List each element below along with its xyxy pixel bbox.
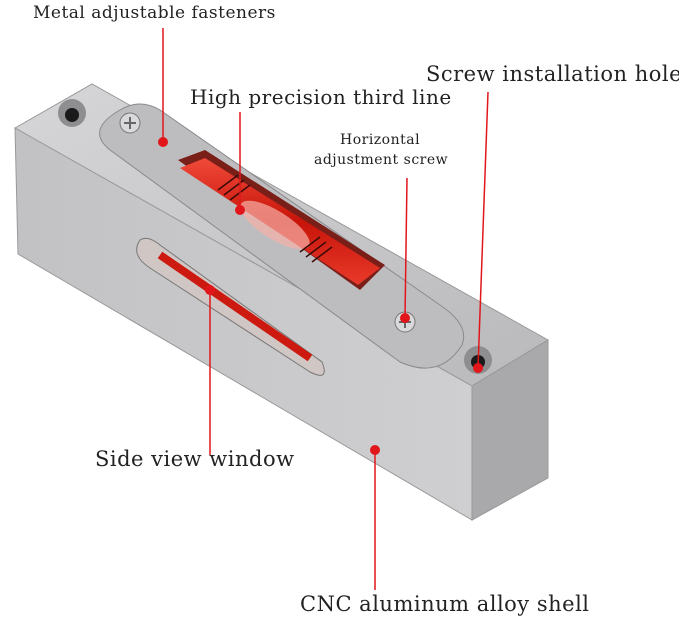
label-adjust-screw-1: Horizontal [340,132,421,148]
label-shell: CNC aluminum alloy shell [300,592,590,616]
label-side-window: Side view window [95,447,295,471]
label-third-line: High precision third line [190,85,452,109]
bubble [240,200,310,250]
label-fasteners: Metal adjustable fasteners [33,3,276,23]
end-face [471,339,549,521]
label-screw-hole: Screw installation hole [426,62,679,86]
callout-dots [158,137,483,455]
label-adjust-screw-2: adjustment screw [314,152,449,168]
callout-lines [162,28,489,590]
